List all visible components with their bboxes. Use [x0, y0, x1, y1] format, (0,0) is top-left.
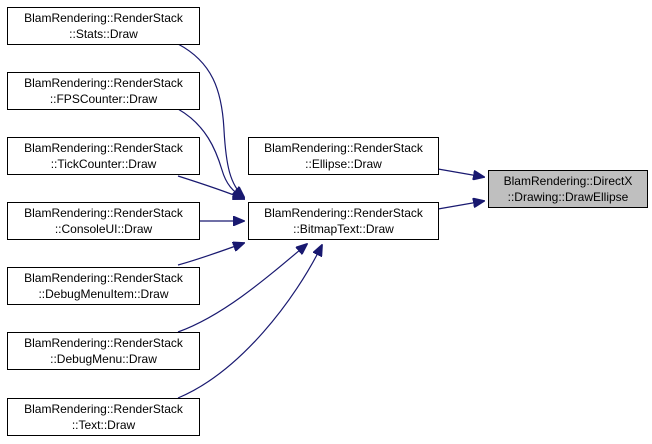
edge-text-draw-to-bitmaptext-draw — [177, 245, 322, 399]
edge-stats-draw-to-bitmaptext-draw — [177, 43, 244, 197]
node-label-line-1: BlamRendering::RenderStack — [24, 336, 184, 350]
node-box — [7, 267, 200, 305]
node-box — [7, 72, 200, 110]
node-tickcounter-draw[interactable]: BlamRendering::RenderStack::TickCounter:… — [7, 137, 200, 175]
node-box — [488, 170, 648, 208]
edges-layer — [177, 43, 484, 399]
node-consoleui-draw[interactable]: BlamRendering::RenderStack::ConsoleUI::D… — [7, 202, 200, 240]
node-stats-draw[interactable]: BlamRendering::RenderStack::Stats::Draw — [7, 7, 200, 45]
node-label-line-2: ::Drawing::DrawEllipse — [508, 190, 629, 204]
node-label-line-2: ::Ellipse::Draw — [305, 157, 382, 171]
edge-ellipse-draw-to-drawellipse — [437, 168, 484, 177]
node-drawellipse[interactable]: BlamRendering::DirectX::Drawing::DrawEll… — [488, 170, 648, 208]
node-label-line-2: ::DebugMenuItem::Draw — [38, 287, 168, 301]
node-box — [248, 137, 439, 175]
node-label-line-2: ::DebugMenu::Draw — [50, 352, 157, 366]
node-label-line-2: ::Text::Draw — [72, 418, 136, 432]
node-debugmenuitem-draw[interactable]: BlamRendering::RenderStack::DebugMenuIte… — [7, 267, 200, 305]
node-bitmaptext-draw[interactable]: BlamRendering::RenderStack::BitmapText::… — [248, 202, 439, 240]
edge-bitmaptext-draw-to-drawellipse — [437, 201, 484, 210]
node-label-line-1: BlamRendering::RenderStack — [264, 141, 424, 155]
node-label-line-2: ::TickCounter::Draw — [51, 157, 157, 171]
node-label-line-2: ::FPSCounter::Draw — [50, 92, 158, 106]
node-label-line-1: BlamRendering::RenderStack — [24, 402, 184, 416]
node-label-line-2: ::ConsoleUI::Draw — [55, 222, 153, 236]
node-label-line-1: BlamRendering::RenderStack — [24, 141, 184, 155]
nodes-layer: BlamRendering::RenderStack::Stats::DrawB… — [7, 7, 648, 436]
node-box — [7, 7, 200, 45]
node-ellipse-draw[interactable]: BlamRendering::RenderStack::Ellipse::Dra… — [248, 137, 439, 175]
edge-debugmenu-draw-to-bitmaptext-draw — [177, 244, 307, 333]
node-box — [7, 202, 200, 240]
node-box — [7, 332, 200, 370]
node-box — [7, 137, 200, 175]
node-label-line-1: BlamRendering::DirectX — [504, 174, 633, 188]
node-text-draw[interactable]: BlamRendering::RenderStack::Text::Draw — [7, 398, 200, 436]
node-label-line-2: ::Stats::Draw — [69, 27, 138, 41]
edge-debugmenuitem-draw-to-bitmaptext-draw — [177, 243, 244, 266]
node-box — [7, 398, 200, 436]
node-label-line-1: BlamRendering::RenderStack — [24, 206, 184, 220]
node-box — [248, 202, 439, 240]
node-label-line-1: BlamRendering::RenderStack — [24, 271, 184, 285]
node-fpscounter-draw[interactable]: BlamRendering::RenderStack::FPSCounter::… — [7, 72, 200, 110]
edge-tickcounter-draw-to-bitmaptext-draw — [177, 175, 244, 199]
node-label-line-1: BlamRendering::RenderStack — [264, 206, 424, 220]
node-label-line-2: ::BitmapText::Draw — [293, 222, 394, 236]
node-label-line-1: BlamRendering::RenderStack — [24, 11, 184, 25]
node-debugmenu-draw[interactable]: BlamRendering::RenderStack::DebugMenu::D… — [7, 332, 200, 370]
node-label-line-1: BlamRendering::RenderStack — [24, 76, 184, 90]
